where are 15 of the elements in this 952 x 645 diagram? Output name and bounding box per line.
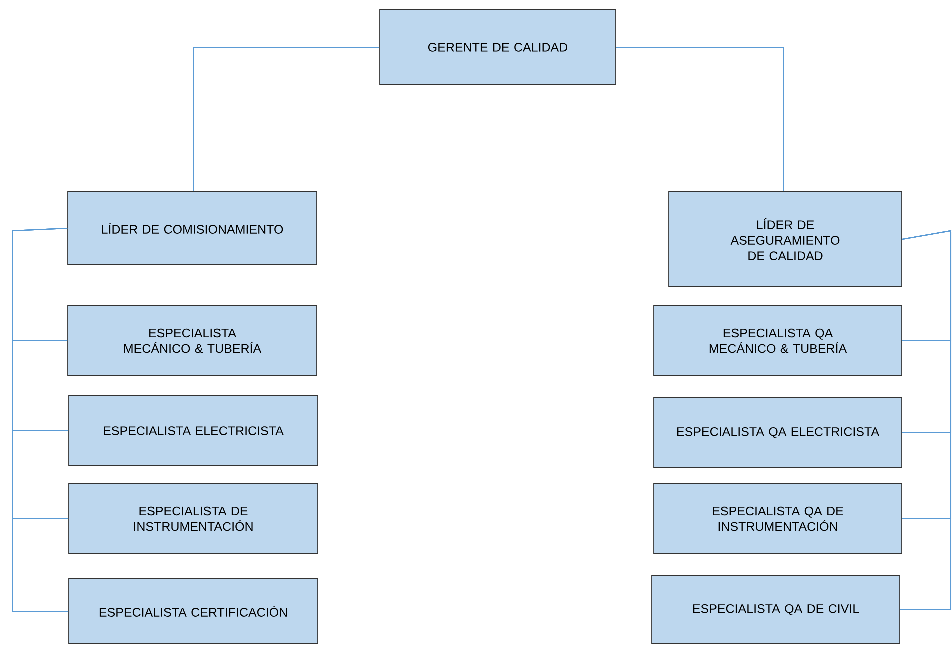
connector-line <box>193 47 380 192</box>
org-box: GERENTE DE CALIDAD <box>380 10 616 86</box>
org-box: LÍDER DE COMISIONAMIENTO <box>68 192 318 266</box>
org-box: ESPECIALISTA DE INSTRUMENTACIÓN <box>68 484 318 554</box>
org-box: ESPECIALISTA QA ELECTRICISTA <box>654 398 902 468</box>
org-box: LÍDER DE ASEGURAMIENTO DE CALIDAD <box>668 192 902 288</box>
connector-line <box>12 228 70 612</box>
org-box: ESPECIALISTA ELECTRICISTA <box>68 396 318 466</box>
org-box: ESPECIALISTA QA DE CIVIL <box>652 576 900 644</box>
org-box: ESPECIALISTA QA DE INSTRUMENTACIÓN <box>654 484 902 554</box>
org-box: ESPECIALISTA MECÁNICO & TUBERÍA <box>68 306 318 376</box>
connector-line <box>900 230 952 610</box>
org-box: ESPECIALISTA CERTIFICACIÓN <box>68 578 318 644</box>
connector-line <box>616 47 784 192</box>
org-box: ESPECIALISTA QA MECÁNICO & TUBERÍA <box>654 306 902 376</box>
